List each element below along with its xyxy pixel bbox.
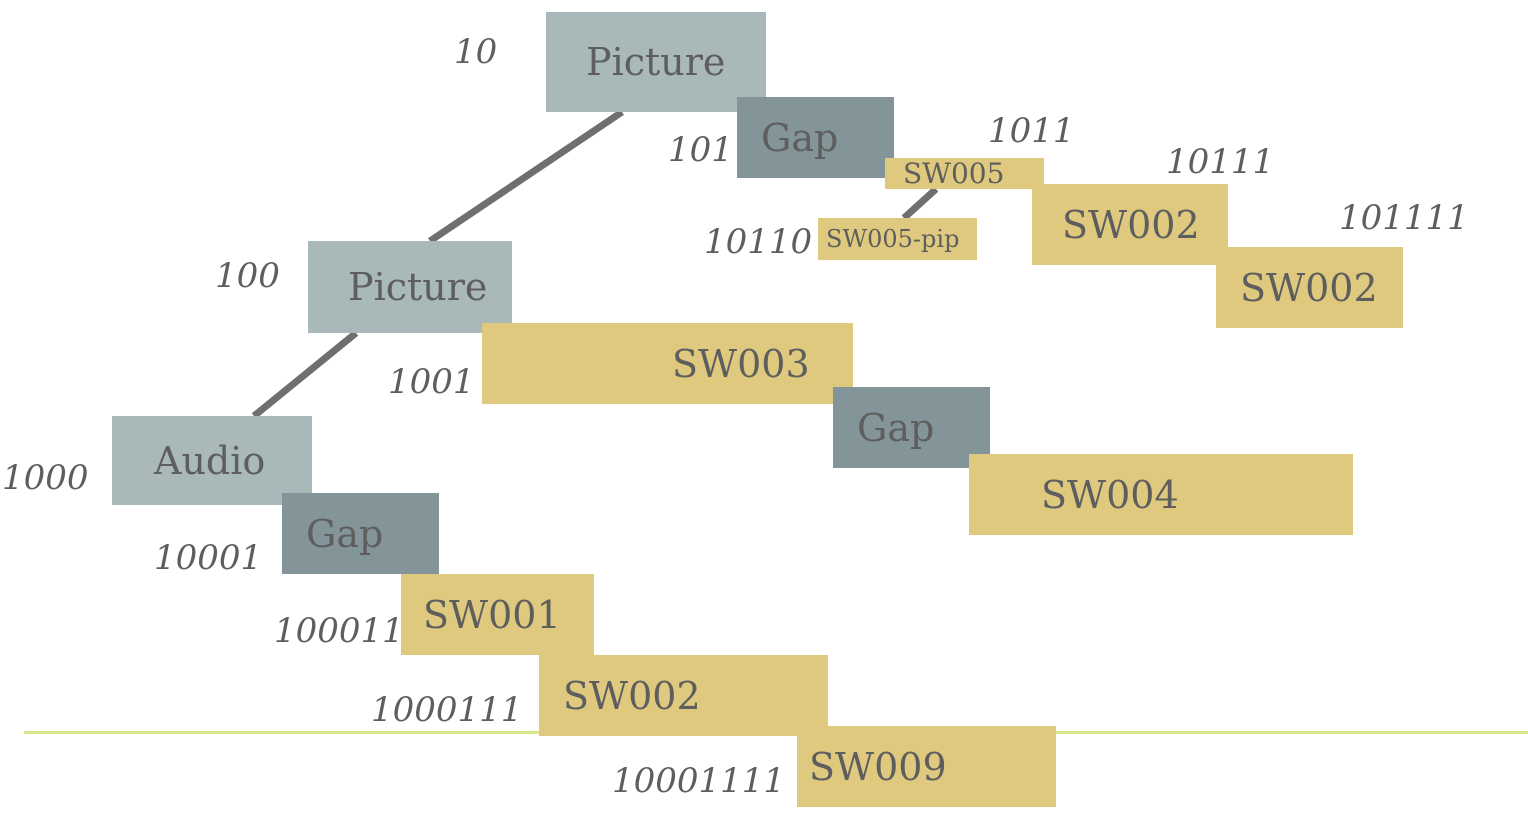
node-label: Gap — [761, 115, 839, 160]
node-id-10111: 10111 — [1166, 142, 1275, 182]
node-id-1011: 1011 — [988, 111, 1075, 151]
node-gap-10001[interactable]: Gap — [282, 493, 439, 574]
connector-10-to-100 — [428, 109, 624, 244]
node-sw005-1011[interactable]: SW005 — [885, 157, 1044, 190]
node-label: Gap — [306, 511, 384, 556]
connector-100-to-1000 — [251, 330, 359, 419]
node-sw003-1001[interactable]: SW003 — [482, 323, 853, 404]
node-label: Gap — [857, 405, 935, 450]
node-id-100011: 100011 — [274, 611, 404, 651]
node-label: SW001 — [423, 592, 561, 637]
node-sw002-1000111[interactable]: SW002 — [539, 655, 828, 736]
node-id-101: 101 — [668, 130, 733, 170]
node-picture-10[interactable]: Picture — [546, 12, 766, 112]
node-id-101111: 101111 — [1339, 198, 1469, 238]
node-label: SW002 — [563, 673, 701, 718]
node-id-10: 10 — [454, 32, 498, 72]
node-label: SW002 — [1062, 202, 1200, 247]
node-label: SW005 — [903, 157, 1005, 190]
node-label: Picture — [586, 40, 726, 84]
node-sw001-100011[interactable]: SW001 — [401, 574, 594, 655]
node-id-1000111: 1000111 — [371, 690, 523, 730]
node-label: Picture — [348, 265, 488, 309]
node-sw002-10111[interactable]: SW002 — [1032, 184, 1228, 265]
node-id-100: 100 — [215, 256, 280, 296]
connector-1011-to-10110 — [901, 186, 939, 221]
node-audio-1000[interactable]: Audio — [112, 416, 312, 505]
node-label: Audio — [154, 438, 266, 483]
node-id-1000: 1000 — [2, 458, 89, 498]
node-gap-101[interactable]: Gap — [737, 97, 894, 178]
node-id-10001: 10001 — [154, 538, 263, 578]
node-label: SW002 — [1240, 265, 1378, 310]
node-sw002-101111[interactable]: SW002 — [1216, 247, 1403, 328]
node-sw004[interactable]: SW004 — [969, 454, 1353, 535]
node-label: SW005-pip — [826, 225, 960, 253]
node-label: SW003 — [672, 341, 810, 386]
node-id-10110: 10110 — [704, 222, 813, 262]
node-gap-before-sw004[interactable]: Gap — [833, 387, 990, 468]
node-sw005-pip-10110[interactable]: SW005-pip — [818, 218, 977, 260]
node-id-10001111: 10001111 — [612, 761, 786, 801]
node-id-1001: 1001 — [388, 362, 475, 402]
node-label: SW004 — [1041, 472, 1179, 517]
node-picture-100[interactable]: Picture — [308, 241, 512, 333]
node-sw009-10001111[interactable]: SW009 — [797, 726, 1056, 807]
node-label: SW009 — [809, 744, 947, 789]
